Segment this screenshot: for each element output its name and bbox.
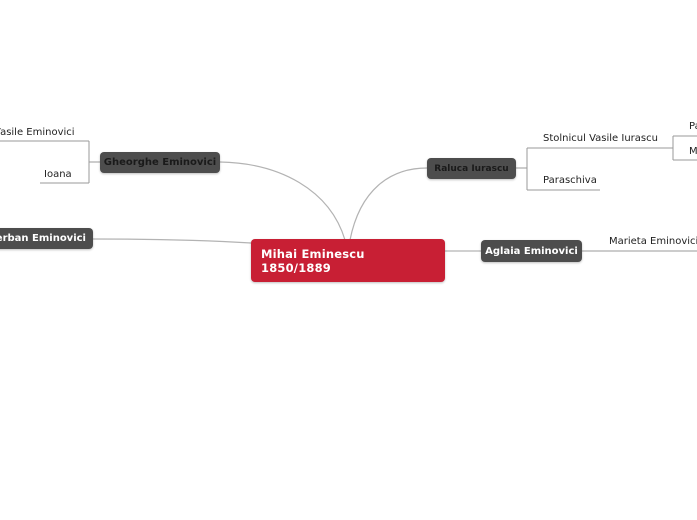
node-serban-label: Șerban Eminovici bbox=[0, 233, 86, 244]
root-years: 1850/1889 bbox=[261, 261, 332, 275]
connector-root-serban bbox=[92, 238, 252, 244]
bracket-stolnicul bbox=[672, 135, 697, 161]
node-serban-eminovici[interactable]: Șerban Eminovici bbox=[0, 228, 93, 249]
bracket-gheorghe bbox=[0, 140, 100, 184]
node-raluca-label: Raluca Iurascu bbox=[434, 163, 509, 174]
leaf-vasile-eminovici[interactable]: Vasile Eminovici bbox=[0, 127, 75, 138]
connector-root-raluca bbox=[349, 167, 428, 241]
connector-root-gheorghe bbox=[219, 161, 346, 241]
leaf-marieta-eminovici[interactable]: Marieta Eminovici bbox=[609, 236, 697, 247]
node-aglaia-label: Aglaia Eminovici bbox=[485, 245, 578, 257]
leaf-stolnicul-vasile-iurascu[interactable]: Stolnicul Vasile Iurascu bbox=[543, 133, 658, 144]
node-aglaia-eminovici[interactable]: Aglaia Eminovici bbox=[481, 240, 582, 262]
node-gheorghe-label: Gheorghe Eminovici bbox=[103, 157, 217, 168]
root-node[interactable]: Mihai Eminescu 1850/1889 bbox=[251, 239, 445, 282]
root-title: Mihai Eminescu bbox=[261, 247, 365, 261]
leaf-m-truncated[interactable]: M bbox=[689, 146, 697, 157]
leaf-pa-truncated[interactable]: Pa bbox=[689, 121, 697, 132]
leaf-ioana[interactable]: Ioana bbox=[44, 169, 72, 180]
leaf-paraschiva[interactable]: Paraschiva bbox=[543, 175, 597, 186]
bracket-raluca bbox=[516, 147, 673, 191]
node-gheorghe-eminovici[interactable]: Gheorghe Eminovici bbox=[100, 152, 220, 173]
node-raluca-iurascu[interactable]: Raluca Iurascu bbox=[427, 158, 516, 179]
